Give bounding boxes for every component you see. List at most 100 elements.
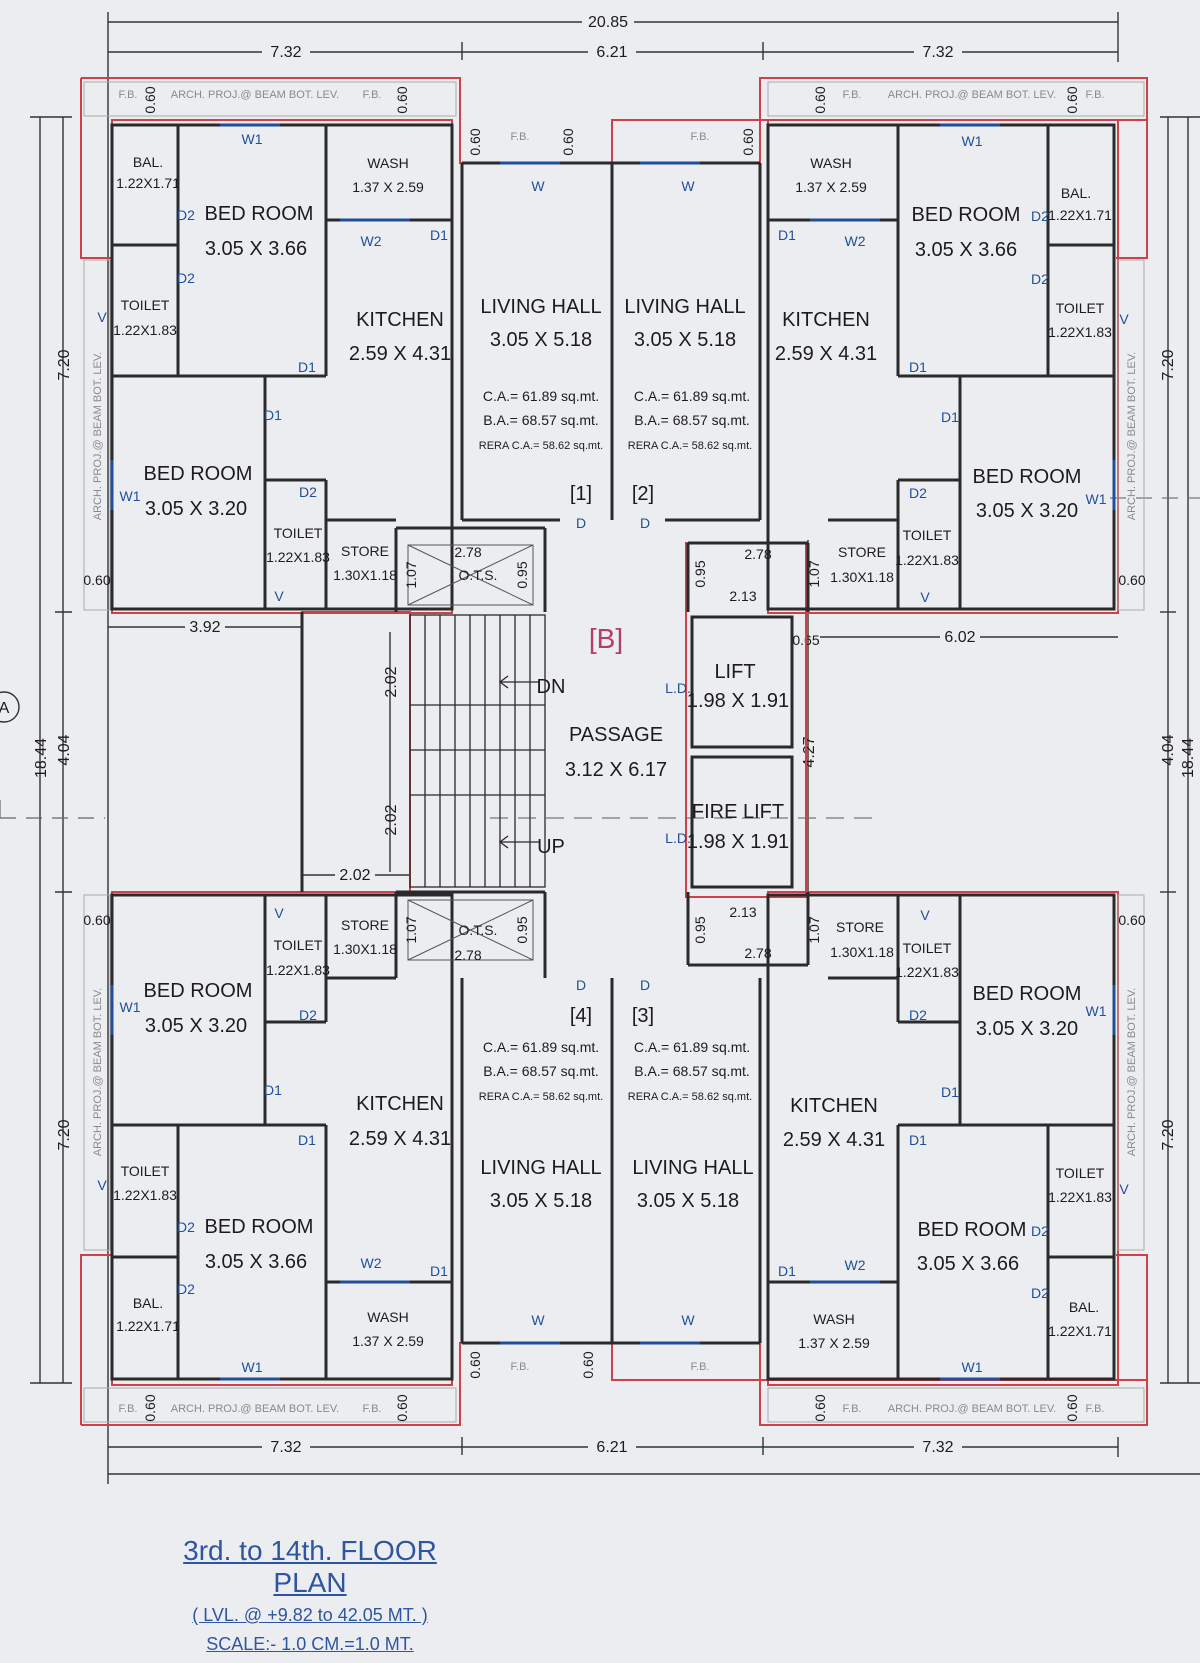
svg-text:ARCH. PROJ.@ BEAM BOT. LEV.: ARCH. PROJ.@ BEAM BOT. LEV.	[171, 1403, 339, 1415]
svg-text:W2: W2	[845, 1257, 866, 1273]
svg-text:W1: W1	[962, 1359, 983, 1375]
svg-text:D1: D1	[778, 227, 796, 243]
svg-text:ARCH. PROJ.@ BEAM BOT. LEV.: ARCH. PROJ.@ BEAM BOT. LEV.	[1126, 352, 1138, 520]
unit-3-rooms: BED ROOM 3.05 X 3.20 TOILET 1.22X1.83 ST…	[628, 919, 1112, 1351]
drawing-title-block: 3rd. to 14th. FLOOR PLAN ( LVL. @ +9.82 …	[150, 1535, 470, 1655]
svg-text:W1: W1	[962, 133, 983, 149]
unit-ba: B.A.= 68.57 sq.mt.	[483, 1063, 599, 1079]
svg-text:D1: D1	[778, 1263, 796, 1279]
svg-text:D1: D1	[941, 1084, 959, 1100]
svg-text:W1: W1	[120, 999, 141, 1015]
bedroom-size: 3.05 X 3.20	[145, 498, 247, 520]
svg-text:V: V	[97, 309, 107, 325]
svg-text:F.B.: F.B.	[1086, 1403, 1105, 1415]
svg-text:1.07: 1.07	[403, 561, 419, 588]
unit-ca: C.A.= 61.89 sq.mt.	[483, 1039, 599, 1055]
unit-ca: C.A.= 61.89 sq.mt.	[634, 388, 750, 404]
unit-1-rooms: BAL. 1.22X1.71 BED ROOM 3.05 X 3.66 TOIL…	[113, 154, 603, 583]
svg-text:V: V	[1119, 311, 1129, 327]
store-size: 1.30X1.18	[830, 569, 894, 585]
unit-ba: B.A.= 68.57 sq.mt.	[634, 1063, 750, 1079]
wash-label: WASH	[367, 1309, 408, 1325]
svg-text:D2: D2	[1031, 1223, 1049, 1239]
svg-text:1.07: 1.07	[403, 916, 419, 943]
dim-upper-height-right: 7.20	[1160, 349, 1177, 380]
svg-text:D2: D2	[299, 1007, 317, 1023]
toilet-label: TOILET	[121, 1163, 170, 1179]
passage-label: PASSAGE	[569, 724, 663, 746]
bal-size: 1.22X1.71	[1048, 207, 1112, 223]
dim-stair-landing: 2.02	[339, 867, 370, 884]
unit-ca: C.A.= 61.89 sq.mt.	[483, 388, 599, 404]
dim-lower-height-right: 7.20	[1160, 1119, 1177, 1150]
svg-text:0.60: 0.60	[580, 1351, 596, 1378]
fire-lift-size: 1.98 X 1.91	[687, 831, 789, 853]
svg-text:W2: W2	[845, 233, 866, 249]
dim-upper-height-left: 7.20	[56, 349, 73, 380]
svg-text:F.B.: F.B.	[691, 131, 710, 143]
toilet-label: TOILET	[903, 527, 952, 543]
svg-text:V: V	[97, 1177, 107, 1193]
lift-door-label: L.D.	[665, 680, 691, 696]
svg-text:D2: D2	[1031, 271, 1049, 287]
dim-overall-height-right: 18.44	[1180, 738, 1197, 778]
svg-text:F.B.: F.B.	[511, 1361, 530, 1373]
bal-label: BAL.	[1069, 1299, 1099, 1315]
bal-label: BAL.	[1061, 185, 1091, 201]
dim-ots-width: 2.78	[454, 544, 481, 560]
wash-size: 1.37 X 2.59	[795, 179, 867, 195]
dim-lift-core: 4.27	[801, 736, 818, 767]
dim-lower-height-left: 7.20	[56, 1119, 73, 1150]
svg-text:0.60: 0.60	[1118, 572, 1145, 588]
windows	[110, 123, 1116, 1381]
unit-id-3: [3]	[632, 1005, 654, 1027]
dim-lift-lobby: 2.13	[729, 588, 756, 604]
svg-text:ARCH. PROJ.@ BEAM BOT. LEV.: ARCH. PROJ.@ BEAM BOT. LEV.	[92, 352, 104, 520]
ots-label: O.T.S.	[459, 922, 498, 938]
bedroom-label: BED ROOM	[973, 466, 1082, 488]
dim-top-mid: 6.21	[596, 44, 627, 61]
stair-up-label: UP	[537, 836, 565, 858]
svg-text:D2: D2	[909, 485, 927, 501]
dim-ots-width: 2.78	[744, 945, 771, 961]
svg-text:F.B.: F.B.	[363, 89, 382, 101]
svg-text:W2: W2	[361, 233, 382, 249]
staircase	[409, 614, 546, 888]
kitchen-size: 2.59 X 4.31	[349, 1128, 451, 1150]
svg-text:0.95: 0.95	[514, 561, 530, 588]
unit-ca: C.A.= 61.89 sq.mt.	[634, 1039, 750, 1055]
bedroom-label: BED ROOM	[205, 1216, 314, 1238]
svg-text:0.60: 0.60	[1064, 1394, 1080, 1421]
store-size: 1.30X1.18	[333, 567, 397, 583]
svg-text:F.B.: F.B.	[1086, 89, 1105, 101]
passage-size: 3.12 X 6.17	[565, 759, 667, 781]
svg-text:ARCH. PROJ.@ BEAM BOT. LEV.: ARCH. PROJ.@ BEAM BOT. LEV.	[888, 1403, 1056, 1415]
bal-label: BAL.	[133, 1295, 163, 1311]
svg-text:W1: W1	[1086, 491, 1107, 507]
svg-text:D1: D1	[430, 227, 448, 243]
svg-text:F.B.: F.B.	[119, 89, 138, 101]
ots-label: O.T.S.	[459, 567, 498, 583]
svg-text:V: V	[920, 907, 930, 923]
svg-text:V: V	[1119, 1181, 1129, 1197]
dim-top-right: 7.32	[922, 44, 953, 61]
bedroom-label: BED ROOM	[973, 983, 1082, 1005]
bedroom-size: 3.05 X 3.66	[205, 238, 307, 260]
core-block-label: [B]	[589, 623, 623, 654]
svg-text:W2: W2	[361, 1255, 382, 1271]
unit-id-2: [2]	[632, 483, 654, 505]
toilet-size: 1.22X1.83	[1048, 1189, 1112, 1205]
bedroom-label: BED ROOM	[144, 463, 253, 485]
ots-shafts	[407, 544, 534, 961]
svg-text:D1: D1	[909, 359, 927, 375]
bedroom-size: 3.05 X 3.66	[915, 239, 1017, 261]
toilet-label: TOILET	[1056, 300, 1105, 316]
toilet-size: 1.22X1.83	[1048, 324, 1112, 340]
svg-text:D1: D1	[264, 407, 282, 423]
svg-text:0.95: 0.95	[692, 560, 708, 587]
bedroom-size: 3.05 X 3.20	[976, 1018, 1078, 1040]
svg-text:D2: D2	[909, 1007, 927, 1023]
toilet-label: TOILET	[121, 297, 170, 313]
dim-overall-width: 20.85	[588, 14, 628, 31]
living-label: LIVING HALL	[632, 1157, 753, 1179]
